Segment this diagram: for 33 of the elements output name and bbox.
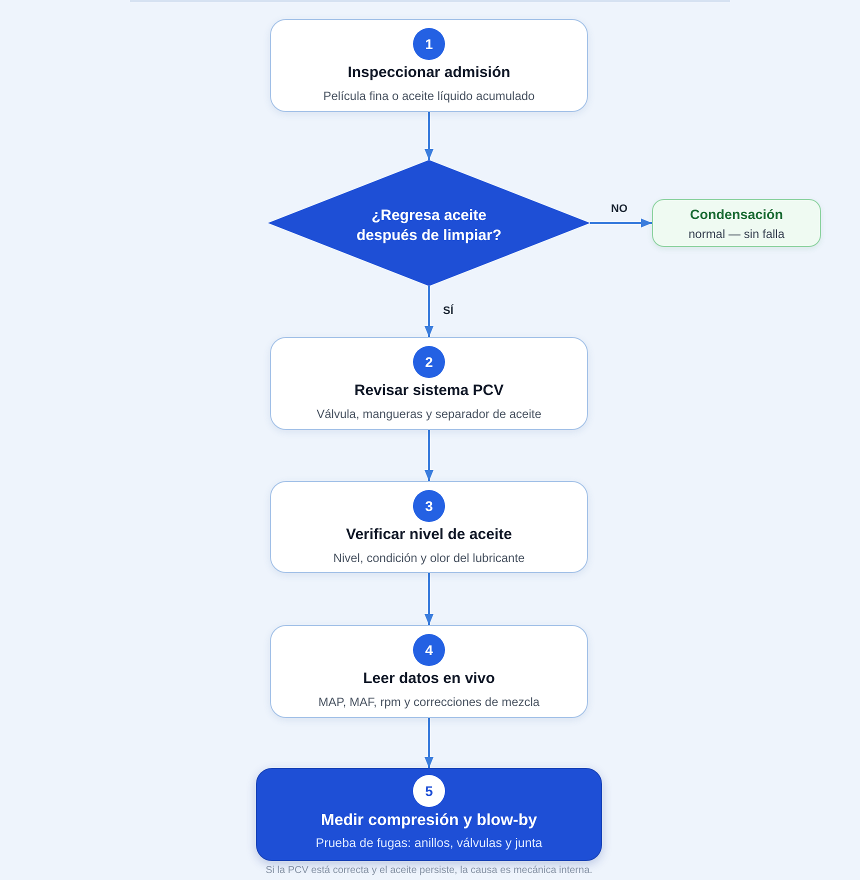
step-number: 5 <box>413 775 445 807</box>
step-title: Medir compresión y blow-by <box>320 811 538 830</box>
arrow <box>590 218 652 228</box>
footnote-text: Si la PCV está correcta y el aceite persiste, la causa es mecánica interna. <box>266 865 592 877</box>
step-number: 4 <box>413 634 445 666</box>
outcome-description: normal — sin falla <box>688 227 785 241</box>
outcome-box <box>652 199 821 247</box>
step-number: 2 <box>413 346 445 378</box>
step-number: 3 <box>413 490 445 522</box>
process-box <box>270 481 588 573</box>
process-box <box>270 625 588 718</box>
step-title: Verificar nivel de aceite <box>346 526 512 544</box>
step-description: MAP, MAF, rpm y correcciones de mezcla <box>318 695 540 710</box>
step-title: Leer datos en vivo <box>363 670 495 688</box>
step-description: Prueba de fugas: anillos, válvulas y junta <box>316 836 542 851</box>
edge-label: SÍ <box>441 304 456 318</box>
decision-diamond <box>268 160 590 286</box>
step-number: 1 <box>413 28 445 60</box>
step-description: Película fina o aceite líquido acumulado <box>323 89 535 104</box>
arrow <box>424 286 434 337</box>
step-description: Nivel, condición y olor del lubricante <box>333 551 525 566</box>
outcome-title: Condensación <box>690 207 783 223</box>
process-box <box>270 19 588 112</box>
arrow <box>424 573 434 625</box>
step-title: Inspeccionar admisión <box>348 64 510 82</box>
step-title: Revisar sistema PCV <box>354 382 504 400</box>
arrow <box>424 430 434 481</box>
decision-question: ¿Regresa aceite después de limpiar? <box>355 206 503 246</box>
process-box <box>270 337 588 430</box>
arrow <box>424 112 434 160</box>
arrow <box>424 718 434 768</box>
process-box <box>256 768 602 861</box>
step-description: Válvula, mangueras y separador de aceite <box>316 407 542 422</box>
